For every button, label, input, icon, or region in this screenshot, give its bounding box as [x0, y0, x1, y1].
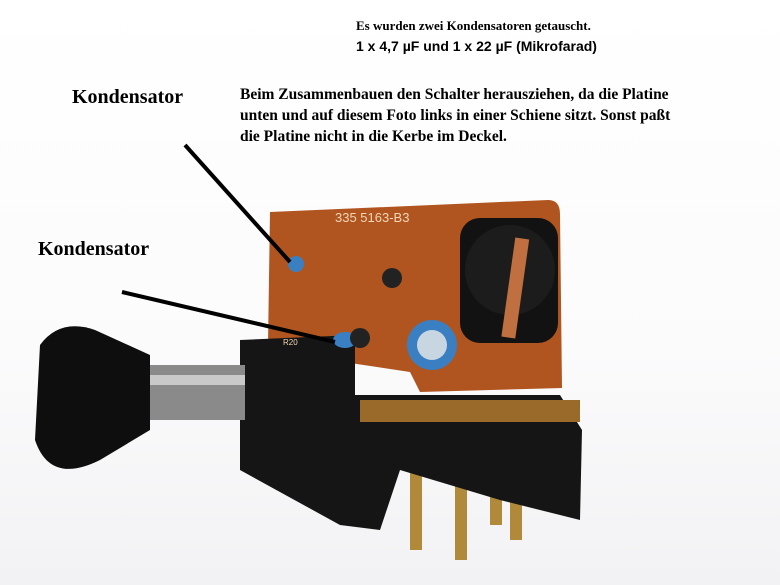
note-capacitor-values: 1 x 4,7 µF und 1 x 22 µF (Mikrofarad)	[356, 38, 597, 54]
note-line: unten und auf diesem Foto links in einer…	[240, 107, 671, 124]
pcb-ref-r20: R20	[283, 338, 298, 347]
label-capacitor-top: Kondensator	[72, 86, 184, 108]
note-assembly: Beim Zusammenbauen den Schalter herauszi…	[240, 84, 670, 147]
pointer-line-top	[183, 143, 292, 264]
pcb-part-number: 335 5163-B3	[335, 210, 409, 225]
pointer-line-left	[121, 290, 336, 344]
capacitor-small-top	[288, 256, 304, 272]
switch-housing	[240, 335, 582, 530]
note-line: die Platine nicht in die Kerbe im Deckel…	[240, 128, 507, 145]
note-capacitors-replaced: Es wurden zwei Kondensatoren getauscht.	[356, 18, 591, 33]
knob	[35, 326, 150, 469]
label-capacitor-left: Kondensator	[38, 238, 150, 260]
note-line: Beim Zusammenbauen den Schalter herauszi…	[240, 86, 669, 103]
